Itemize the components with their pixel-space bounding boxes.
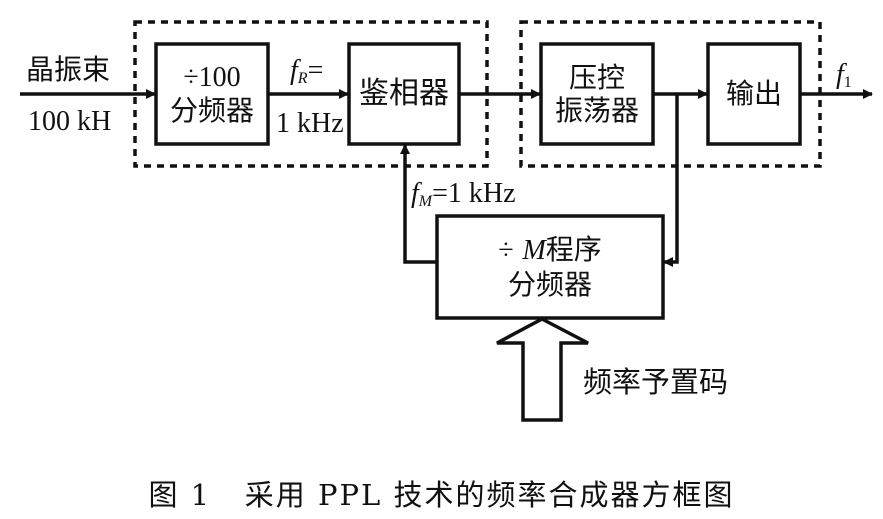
- f1-symbol: f: [836, 59, 844, 90]
- divider100-block: ÷100 分频器: [156, 44, 268, 144]
- divide-sign: ÷: [498, 235, 514, 267]
- output-block: 输出: [708, 44, 800, 144]
- vco-box: [539, 42, 655, 146]
- divisor-variable: M: [522, 235, 546, 267]
- phase-detector-box: [347, 42, 461, 146]
- figure-number: 图 1: [148, 478, 212, 512]
- program-divider-box: [435, 214, 665, 320]
- crystal-oscillator-label: 晶振束: [26, 53, 111, 86]
- program-divider-line1: ÷ M程序: [498, 233, 602, 267]
- phase-detector-name: 鉴相器: [359, 76, 449, 112]
- phase-detector-block: 鉴相器: [349, 44, 459, 144]
- divider100-ratio: ÷100: [183, 61, 241, 93]
- vco-name-line1: 压控: [568, 60, 625, 94]
- input-frequency-label: 100 kH: [28, 106, 112, 137]
- program-divider-line2: 分频器: [507, 267, 592, 301]
- output-name: 输出: [725, 77, 782, 111]
- fm-equals: =: [432, 178, 448, 209]
- fm-value: 1 kHz: [447, 178, 516, 209]
- f1-label: f1: [836, 60, 852, 91]
- fm-symbol: f: [411, 178, 419, 209]
- figure-title: 采用 PPL 技术的频率合成器方框图: [244, 478, 735, 512]
- divider100-name: 分频器: [169, 94, 254, 127]
- fr-subscript: R: [297, 70, 308, 87]
- vco-name-line2: 振荡器: [554, 94, 639, 127]
- fr-symbol: f: [290, 55, 298, 86]
- f1-subscript: 1: [843, 74, 852, 91]
- fm-label: fM=1 kHz: [411, 180, 516, 210]
- vco-block: 压控 振荡器: [541, 44, 653, 144]
- fm-arrow: [400, 144, 437, 264]
- fm-subscript: M: [418, 193, 433, 210]
- fr-equals: =: [307, 55, 324, 86]
- reference-section-dashed-border: [133, 20, 489, 168]
- fr-value: 1 kHz: [276, 108, 344, 139]
- vco-feedback-arrow: [663, 94, 679, 267]
- program-label: 程序: [545, 233, 602, 267]
- preset-code-label: 频率予置码: [583, 365, 729, 399]
- preset-code-hollow-arrow: [496, 317, 589, 422]
- program-divider-block: ÷ M程序 分频器: [437, 216, 663, 318]
- fr-label: fR=: [290, 56, 323, 87]
- figure-caption: 图 1 采用 PPL 技术的频率合成器方框图: [0, 472, 883, 514]
